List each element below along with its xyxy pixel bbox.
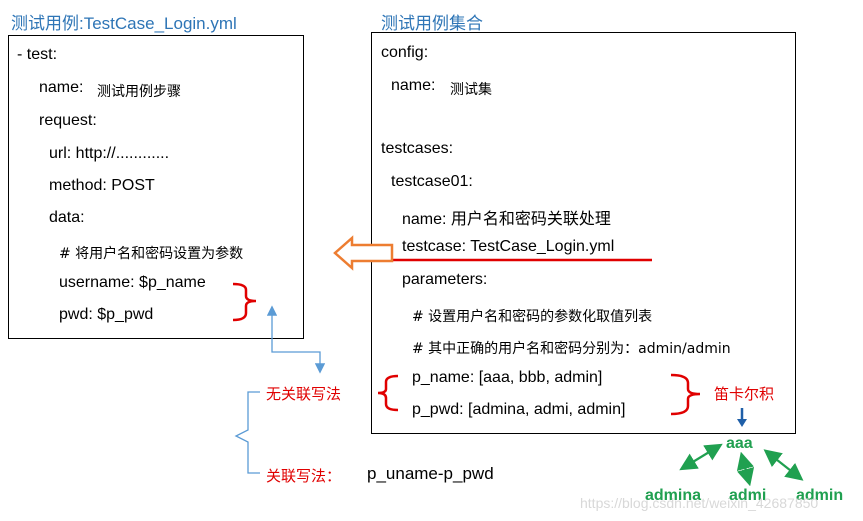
green-arrow-admina [679, 443, 723, 471]
yaml-line-comment-params: # 将用户名和密码设置为参数 [59, 246, 244, 262]
yaml-line-config-name-value: 测试集 [450, 82, 492, 98]
yaml-line-comment-correct: # 其中正确的用户名和密码分别为：admin/admin [412, 341, 731, 357]
red-brace-left [377, 374, 399, 412]
red-brace-cartesian [670, 373, 701, 416]
watermark-text: https://blog.csdn.net/weixin_42687850 [580, 495, 819, 511]
tree-node-aaa: aaa [726, 435, 753, 452]
right-yaml-box: config: name: 测试集 testcases: testcase01:… [371, 32, 796, 434]
tree-node-admin: admin [796, 487, 844, 504]
right-box-title: 测试用例集合 [381, 14, 483, 33]
cartesian-product-label: 笛卡尔积 [714, 385, 775, 403]
yaml-line-test: - test: [17, 46, 58, 63]
related-writing-value: p_uname-p_pwd [367, 464, 494, 483]
yaml-line-testcase-ref: testcase: TestCase_Login.yml [402, 238, 615, 255]
yaml-line-name-value: 测试用例步骤 [97, 84, 181, 100]
yaml-line-url: url: http://............ [49, 145, 170, 162]
yaml-line-name: name: [39, 79, 84, 96]
yaml-line-pwd: pwd: $p_pwd [59, 306, 154, 323]
yaml-line-method: method: POST [49, 177, 155, 194]
left-box-title: 测试用例:TestCase_Login.yml [11, 14, 237, 33]
yaml-line-p-pwd: p_pwd: [admina, admi, admin] [412, 401, 626, 418]
orange-left-arrow [333, 235, 394, 271]
green-arrow-admi [736, 451, 755, 487]
left-yaml-box: - test: name: 测试用例步骤 request: url: http:… [8, 35, 304, 339]
related-writing-label: 关联写法： [266, 467, 342, 485]
yaml-line-data: data: [49, 209, 85, 226]
yaml-line-comment-values: # 设置用户名和密码的参数化取值列表 [412, 309, 653, 325]
blue-group-bracket [234, 391, 260, 474]
yaml-line-testcases: testcases: [381, 140, 454, 157]
yaml-line-username: username: $p_name [59, 274, 206, 291]
cartesian-down-arrowhead [737, 419, 747, 427]
yaml-line-testcase-name: name: 用户名和密码关联处理 [402, 211, 611, 228]
yaml-line-request: request: [39, 112, 97, 129]
tree-node-admina: admina [645, 487, 702, 504]
blue-link-arrow [266, 305, 326, 374]
tree-node-admi: admi [729, 487, 767, 504]
yaml-line-parameters: parameters: [402, 271, 488, 288]
green-arrow-admin [763, 449, 804, 481]
yaml-line-testcase01: testcase01: [391, 173, 473, 190]
red-brace-params [232, 282, 257, 322]
yaml-line-config: config: [381, 44, 429, 61]
yaml-line-p-name: p_name: [aaa, bbb, admin] [412, 369, 603, 386]
yaml-line-config-name: name: [391, 77, 436, 94]
unrelated-writing-label: 无关联写法 [266, 385, 342, 403]
